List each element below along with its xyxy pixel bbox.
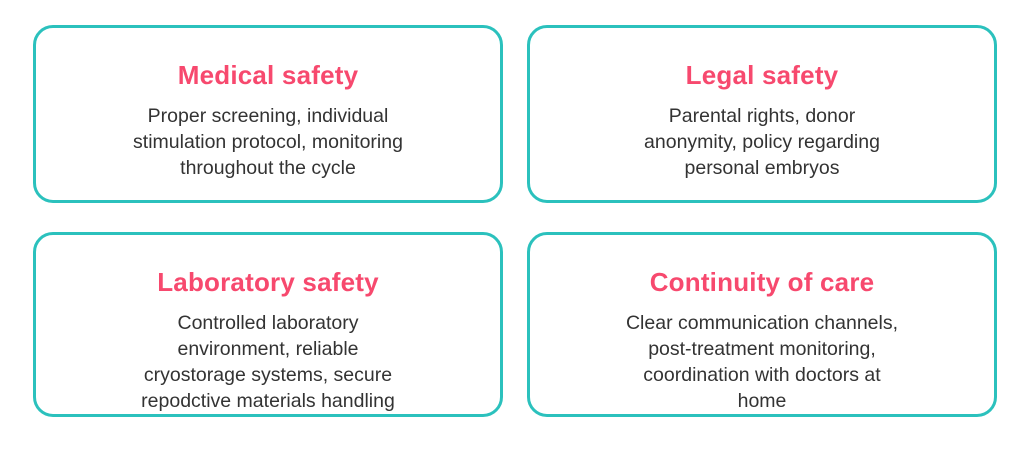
card-title-legal-safety: Legal safety: [685, 60, 839, 90]
card-title-continuity-of-care: Continuity of care: [649, 266, 875, 297]
card-continuity-of-care: Continuity of care Clear communication c…: [527, 231, 997, 417]
card-laboratory-safety: Laboratory safety Controlled laboratory …: [33, 231, 503, 417]
card-title-laboratory-safety: Laboratory safety: [157, 266, 379, 297]
card-title-medical-safety: Medical safety: [177, 60, 359, 90]
card-legal-safety: Legal safety Parental rights, donor anon…: [527, 25, 997, 203]
card-description-continuity-of-care: Clear communication channels, post-treat…: [625, 312, 899, 412]
card-medical-safety: Medical safety Proper screening, individ…: [33, 25, 503, 203]
card-description-legal-safety: Parental rights, donor anonymity, policy…: [644, 105, 880, 180]
card-description-medical-safety: Proper screening, individual stimulation…: [133, 105, 403, 180]
card-description-laboratory-safety: Controlled laboratory environment, relia…: [141, 312, 395, 412]
safety-cards-grid: Medical safety Proper screening, individ…: [33, 25, 997, 417]
